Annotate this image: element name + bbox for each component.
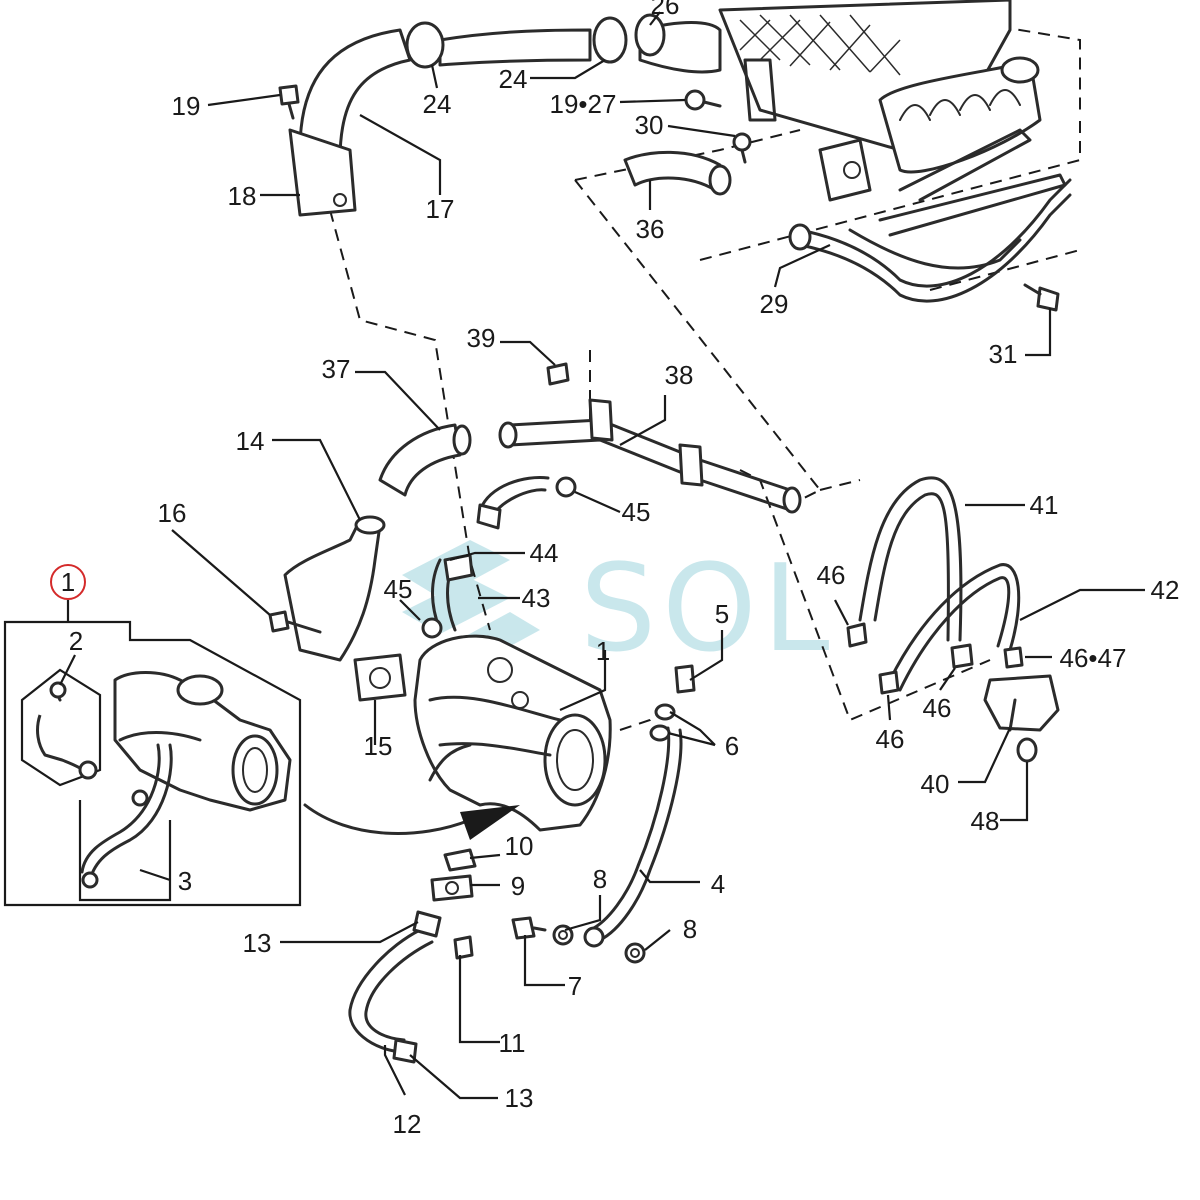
callout-40: 40: [921, 769, 950, 799]
intercooler-assembly: [718, 0, 1067, 270]
callout-4: 4: [711, 869, 725, 899]
part-40-valve: [983, 674, 1060, 732]
callout-1: 1: [596, 636, 610, 666]
part-31-bolt: [1023, 283, 1060, 312]
part-41-hose: [858, 476, 963, 642]
callout-46c: 46: [923, 693, 952, 723]
part-15-gasket: [353, 653, 407, 702]
callout-5: 5: [715, 599, 729, 629]
watermark-text: SOL: [580, 540, 835, 679]
callout-16: 16: [158, 498, 187, 528]
callout-19-27: 19•27: [550, 89, 617, 119]
part-48-grommet: [1016, 737, 1038, 763]
callout-43: 43: [522, 583, 551, 613]
callout-6: 6: [725, 731, 739, 761]
hose-clamps-upper: [405, 13, 666, 69]
callout-13a: 13: [243, 928, 272, 958]
callout-39: 39: [467, 323, 496, 353]
callout-46b: 46: [876, 724, 905, 754]
callout-2: 2: [69, 626, 83, 656]
part-42-hose: [888, 563, 1021, 692]
callout-highlight: [50, 564, 86, 600]
inset-box: [3, 620, 302, 907]
callout-24a: 24: [423, 89, 452, 119]
callout-14: 14: [236, 426, 265, 456]
part-29-pipe: [788, 178, 1072, 303]
part-7-8-fittings: [511, 916, 646, 964]
part-46-clamps: [846, 622, 1024, 695]
callout-36: 36: [636, 214, 665, 244]
inset-arrow: [303, 803, 520, 840]
part-16-bolt: [268, 610, 322, 634]
callout-1-kit: 1: [61, 567, 75, 597]
part-14-elbow: [283, 515, 386, 662]
callout-labels: 1 2 3 4 5 6 7 8 8 9 10 11 12 13 13 14 15…: [50, 0, 1180, 1139]
callout-15: 15: [364, 731, 393, 761]
callout-13b: 13: [505, 1083, 534, 1113]
callout-8b: 8: [683, 914, 697, 944]
callout-18: 18: [228, 181, 257, 211]
leader-lines: [59, 11, 1145, 1100]
callout-45b: 45: [384, 574, 413, 604]
callout-12: 12: [393, 1109, 422, 1139]
part-39-bolt: [546, 362, 570, 386]
callout-41: 41: [1030, 490, 1059, 520]
callout-42: 42: [1151, 575, 1180, 605]
callout-24b: 24: [499, 64, 528, 94]
part-37-hose: [378, 423, 472, 497]
callout-30: 30: [635, 110, 664, 140]
callout-19: 19: [172, 91, 201, 121]
part-45-clamps: [421, 476, 577, 639]
callout-3: 3: [178, 866, 192, 896]
part-36-hose: [623, 150, 732, 196]
callout-46-47: 46•47: [1060, 643, 1127, 673]
part-9-10-11-fittings: [430, 848, 477, 960]
part-19-27-30-bolts: [684, 89, 752, 164]
callout-29: 29: [760, 289, 789, 319]
part-43-44-hose: [431, 475, 550, 632]
callout-48: 48: [971, 806, 1000, 836]
callout-44: 44: [530, 538, 559, 568]
callout-45a: 45: [622, 497, 651, 527]
callout-37: 37: [322, 354, 351, 384]
part-19-bolt: [278, 84, 300, 120]
callout-8a: 8: [593, 864, 607, 894]
part-17-hose: [298, 21, 722, 162]
callout-17: 17: [426, 194, 455, 224]
callout-46a: 46: [817, 560, 846, 590]
part-38-pipe: [498, 398, 802, 514]
callout-38: 38: [665, 360, 694, 390]
callout-31: 31: [989, 339, 1018, 369]
callout-10: 10: [505, 831, 534, 861]
callout-9: 9: [511, 871, 525, 901]
part-4-oil-pipe: [583, 726, 683, 948]
callout-11: 11: [499, 1028, 526, 1058]
part-18-bracket: [288, 128, 357, 217]
part-1-turbocharger: [413, 634, 612, 832]
callout-26: 26: [651, 0, 680, 20]
callout-7: 7: [568, 971, 582, 1001]
